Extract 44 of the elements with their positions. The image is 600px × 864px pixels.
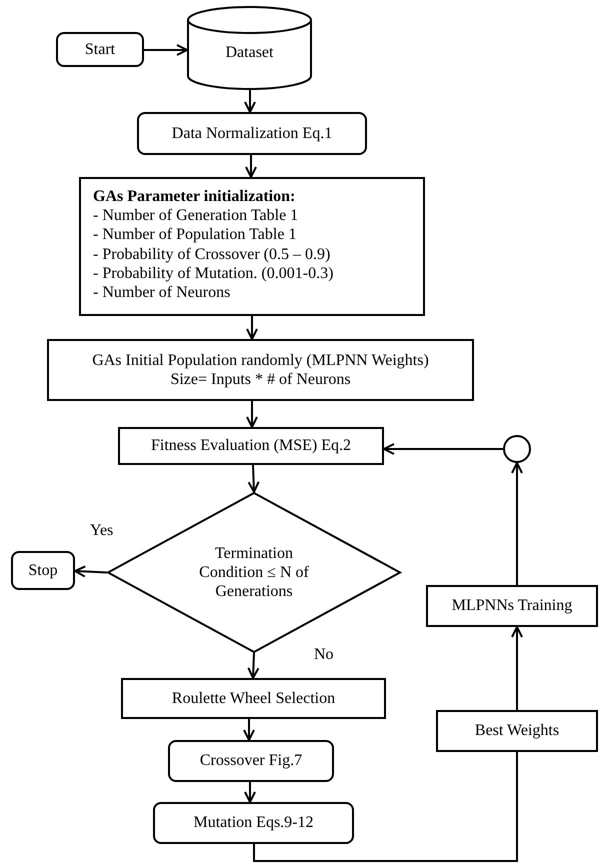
process-box (118, 427, 384, 465)
node-text: Dataset (226, 43, 274, 63)
node-text: Start (84, 40, 116, 60)
node-text: Size= Inputs * # of Neurons (170, 370, 351, 390)
arrow (246, 401, 258, 428)
process-box (79, 177, 425, 316)
node-text: Fitness Evaluation (MSE) Eq.2 (151, 436, 351, 456)
node-text: Crossover Fig.7 (200, 751, 302, 771)
node-text: GAs Initial Population randomly (MLPNN Weights) (92, 350, 429, 370)
arrow (511, 626, 523, 710)
terminal-box (56, 32, 144, 67)
arrow (243, 719, 255, 741)
terminal-box (153, 802, 354, 844)
arrow (144, 44, 188, 56)
arrow (246, 316, 258, 340)
node-text: Data Normalization Eq.1 (172, 124, 332, 144)
node-text: Stop (28, 560, 58, 580)
arrow (248, 464, 260, 493)
list-item: - Number of Neurons (93, 282, 230, 302)
list-item: - Probability of Mutation. (0.001-0.3) (93, 264, 334, 283)
list-heading: GAs Parameter initialization: (93, 187, 296, 206)
node-text: Mutation Eqs.9-12 (194, 813, 314, 833)
arrow (511, 462, 523, 585)
arrow (383, 443, 503, 455)
arrow (244, 89, 256, 113)
arrow (245, 155, 257, 178)
node-text: Termination Condition ≤ N of Generations (198, 544, 310, 602)
node-text: Roulette Wheel Selection (172, 688, 336, 708)
list-item: - Number of Population Table 1 (93, 225, 296, 245)
process-box (121, 678, 386, 719)
process-box (436, 710, 598, 752)
node-text: MLPNNs Training (452, 596, 572, 616)
arrow (74, 565, 108, 578)
list-item: - Number of Generation Table 1 (93, 206, 298, 226)
arrow (247, 652, 260, 679)
terminal-box (137, 112, 367, 155)
terminal-box (168, 740, 334, 782)
list-item: - Probability of Crossover (0.5 – 0.9) (93, 244, 330, 264)
process-box (47, 339, 474, 401)
arrow (244, 782, 256, 803)
terminal-box (11, 551, 75, 590)
process-box (426, 585, 598, 627)
node-text: Best Weights (474, 721, 560, 741)
connector-line (253, 752, 518, 862)
